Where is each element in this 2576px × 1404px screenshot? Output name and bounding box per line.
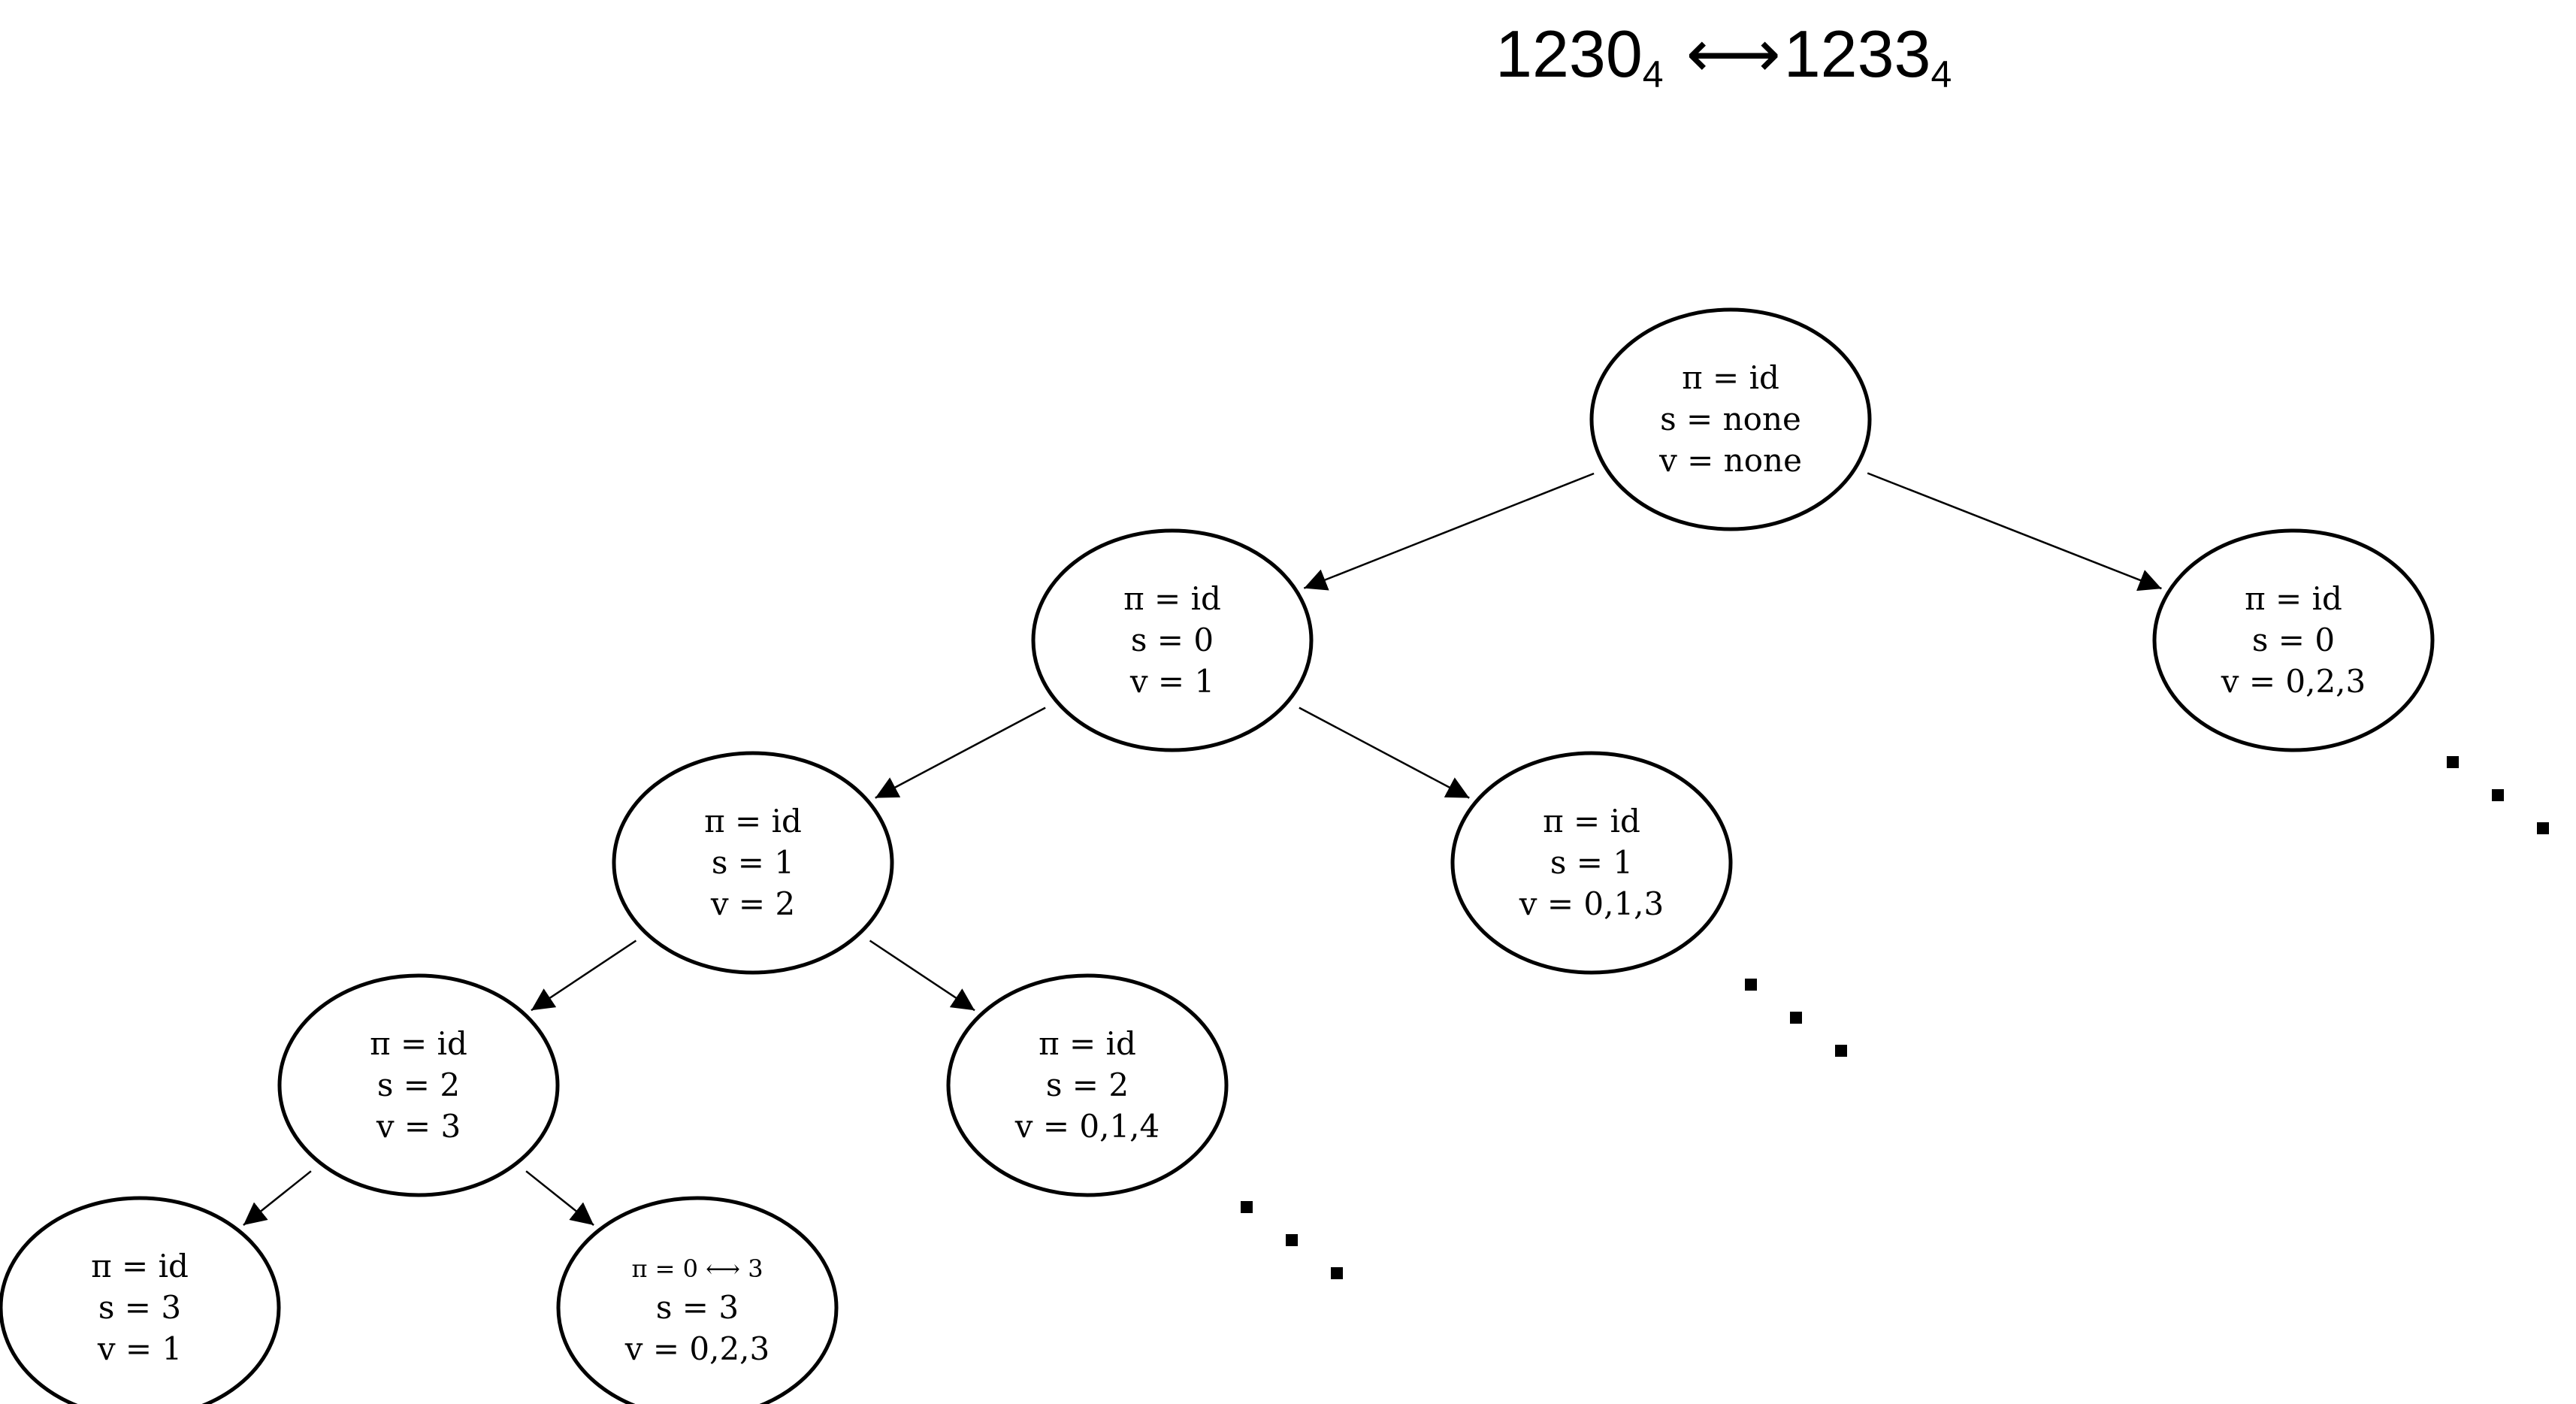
continuation-layer (1241, 756, 2549, 1279)
edges-layer (243, 472, 2162, 1226)
node-label-line: v = none (1658, 442, 1802, 479)
node-label-line: v = 0,1,3 (1519, 885, 1664, 922)
edge-n-s0-v1-to-n-s1-v013 (1299, 707, 1470, 799)
node-label-line: v = 0,2,3 (624, 1330, 770, 1367)
node-ellipse (556, 1196, 839, 1404)
node-label-line: s = 0 (2252, 622, 2335, 658)
node-label-line: s = 1 (712, 844, 794, 881)
node-label-line: v = 0,1,4 (1014, 1108, 1160, 1145)
tree-node-n-s3-v023: π = 0 ⟷ 3 s = 3 v = 0,2,3 (556, 1196, 839, 1404)
node-label-line: π = id (704, 803, 802, 840)
node-label-line: v = 0,2,3 (2221, 663, 2366, 700)
edge-n-s1-v2-to-n-s2-v014 (869, 940, 975, 1012)
tree-node-n-s2-v014: π = id s = 2 v = 0,1,4 (946, 973, 1229, 1197)
edge-n-s2-v3-to-n-s3-v1 (243, 1170, 312, 1226)
node-label-line: π = id (1123, 580, 1221, 617)
node-label-line: s = 2 (377, 1067, 460, 1103)
continuation-dot (1286, 1234, 1298, 1246)
node-label-line: v = 3 (376, 1108, 461, 1145)
node-label-line: s = 3 (98, 1289, 181, 1326)
node-ellipse (612, 751, 894, 975)
tree-node-n-s0-v1: π = id s = 0 v = 1 (1031, 528, 1314, 752)
node-ellipse (277, 973, 560, 1197)
continuation-dots-n-s1-v013 (1745, 979, 1847, 1057)
edge-n-s0-v1-to-n-s1-v2 (875, 707, 1046, 799)
node-label-line: v = 1 (97, 1330, 182, 1367)
node-label-line: π = id (1039, 1025, 1136, 1062)
continuation-dot (2447, 756, 2459, 768)
title-left-base: 4 (1642, 53, 1664, 95)
continuation-dots-n-s0-v023 (2447, 756, 2549, 834)
continuation-dot (2537, 822, 2549, 834)
node-label-line: s = 3 (656, 1289, 739, 1326)
continuation-dot (2492, 789, 2504, 801)
tree-node-n-s1-v013: π = id s = 1 v = 0,1,3 (1450, 751, 1733, 975)
title-right-base: 4 (1930, 53, 1952, 95)
node-ellipse (0, 1196, 281, 1404)
node-ellipse (2152, 528, 2435, 752)
edge-root-to-n-s0-v023 (1867, 472, 2162, 592)
continuation-dot (1745, 979, 1757, 991)
title-left-number: 1230 (1495, 17, 1643, 91)
node-label-line: s = 2 (1046, 1067, 1129, 1103)
tree-node-n-s2-v3: π = id s = 2 v = 3 (277, 973, 560, 1197)
node-label-line: v = 1 (1129, 663, 1214, 700)
edge-n-s2-v3-to-n-s3-v023 (525, 1170, 594, 1226)
node-label-line: π = id (2245, 580, 2342, 617)
continuation-dot (1835, 1045, 1847, 1057)
node-ellipse (946, 973, 1229, 1197)
tree-node-root: π = id s = none v = none (1589, 307, 1872, 531)
title-arrow: ⟷ (1686, 17, 1781, 91)
title-right-number: 1233 (1783, 17, 1931, 91)
node-label-line: π = 0 ⟷ 3 (631, 1254, 763, 1283)
node-label-line: π = id (1543, 803, 1640, 840)
node-label-line: s = 0 (1131, 622, 1214, 658)
continuation-dot (1790, 1012, 1802, 1024)
tree-node-n-s0-v023: π = id s = 0 v = 0,2,3 (2152, 528, 2435, 752)
node-label-line: s = 1 (1550, 844, 1633, 881)
node-ellipse (1450, 751, 1733, 975)
node-label-line: v = 2 (710, 885, 795, 922)
node-ellipse (1031, 528, 1314, 752)
node-label-line: π = id (91, 1248, 189, 1284)
diagram-title: 12304⟷12334 (1495, 17, 1952, 95)
continuation-dots-n-s2-v014 (1241, 1201, 1343, 1279)
continuation-dot (1331, 1267, 1343, 1279)
edge-n-s1-v2-to-n-s2-v3 (531, 940, 637, 1012)
tree-node-n-s3-v1: π = id s = 3 v = 1 (0, 1196, 281, 1404)
tree-node-n-s1-v2: π = id s = 1 v = 2 (612, 751, 894, 975)
node-ellipse (1589, 307, 1872, 531)
node-label-line: s = none (1660, 401, 1801, 437)
edge-root-to-n-s0-v1 (1303, 472, 1595, 591)
continuation-dot (1241, 1201, 1253, 1213)
node-label-line: π = id (1682, 359, 1779, 396)
node-label-line: π = id (370, 1025, 467, 1062)
